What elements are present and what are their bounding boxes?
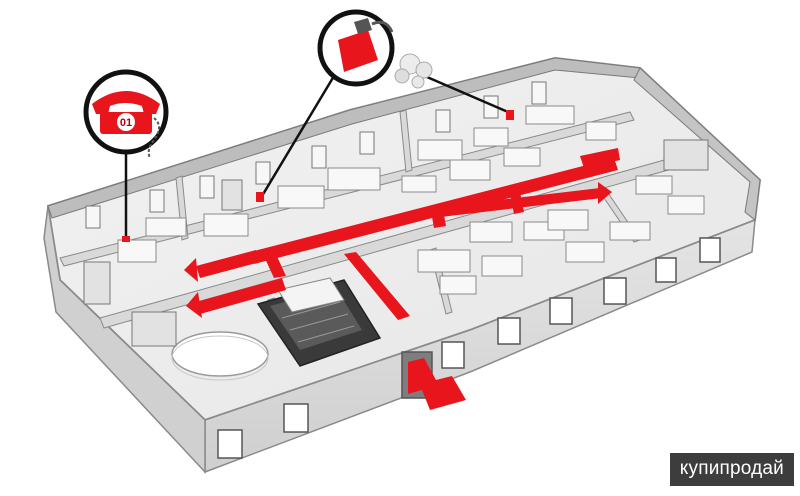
bookshelf bbox=[221, 179, 243, 211]
desk bbox=[469, 221, 513, 243]
desk bbox=[635, 175, 673, 195]
desk bbox=[547, 209, 589, 231]
route-arrow-right bbox=[598, 182, 612, 204]
window bbox=[549, 297, 573, 325]
route-lower-corridor bbox=[196, 278, 286, 314]
desk bbox=[277, 185, 325, 209]
window bbox=[283, 403, 309, 433]
smoke-detector-icon bbox=[394, 53, 433, 89]
desk bbox=[449, 159, 491, 181]
evacuation-route bbox=[184, 148, 620, 410]
bookshelf bbox=[663, 139, 709, 171]
phone-marker bbox=[122, 236, 130, 242]
detector-marker bbox=[506, 110, 514, 120]
desk bbox=[145, 217, 187, 237]
window bbox=[603, 277, 627, 305]
route-arrow-left bbox=[184, 258, 198, 282]
route-upper-branch bbox=[580, 148, 620, 168]
office-desks bbox=[117, 105, 705, 295]
window bbox=[441, 341, 465, 369]
window bbox=[655, 257, 677, 283]
left-wall bbox=[43, 205, 206, 474]
desk bbox=[473, 127, 509, 147]
extinguisher-marker bbox=[256, 192, 264, 202]
window bbox=[497, 317, 521, 345]
window bbox=[699, 237, 721, 263]
desk bbox=[327, 167, 381, 191]
exit-arrow bbox=[408, 358, 466, 410]
fire-extinguisher-icon bbox=[338, 18, 394, 72]
desk bbox=[481, 255, 523, 277]
desk bbox=[117, 239, 157, 263]
bookshelf bbox=[83, 261, 111, 305]
right-wall bbox=[633, 67, 761, 221]
extinguisher-callout bbox=[256, 9, 395, 202]
phone-icon: 01 bbox=[92, 91, 160, 159]
desk bbox=[439, 275, 477, 295]
desk bbox=[585, 121, 617, 141]
desk bbox=[417, 139, 463, 161]
desk bbox=[667, 195, 705, 215]
stairwell bbox=[256, 277, 382, 367]
desk bbox=[503, 147, 541, 167]
window bbox=[217, 429, 243, 459]
smoke-detector-callout bbox=[122, 53, 514, 242]
route-arrow-lower bbox=[186, 292, 202, 318]
desk bbox=[401, 175, 437, 193]
route-to-stairs bbox=[344, 252, 410, 320]
bookshelves bbox=[83, 139, 709, 347]
route-branch-left bbox=[196, 250, 260, 278]
route-down-connector bbox=[262, 250, 286, 278]
route-spur bbox=[510, 192, 524, 214]
back-windows bbox=[85, 81, 547, 229]
phone-callout: 01 bbox=[83, 69, 169, 236]
bookshelf bbox=[131, 311, 177, 347]
watermark-badge: купипродай bbox=[669, 453, 794, 486]
desk bbox=[417, 249, 471, 273]
desk bbox=[565, 241, 605, 263]
phone-number-label: 01 bbox=[120, 117, 132, 129]
route-spur bbox=[430, 204, 446, 228]
desk bbox=[203, 213, 249, 237]
partition-wall bbox=[399, 109, 413, 173]
desk bbox=[525, 105, 575, 125]
desk bbox=[609, 221, 651, 241]
conference-table bbox=[171, 331, 269, 381]
